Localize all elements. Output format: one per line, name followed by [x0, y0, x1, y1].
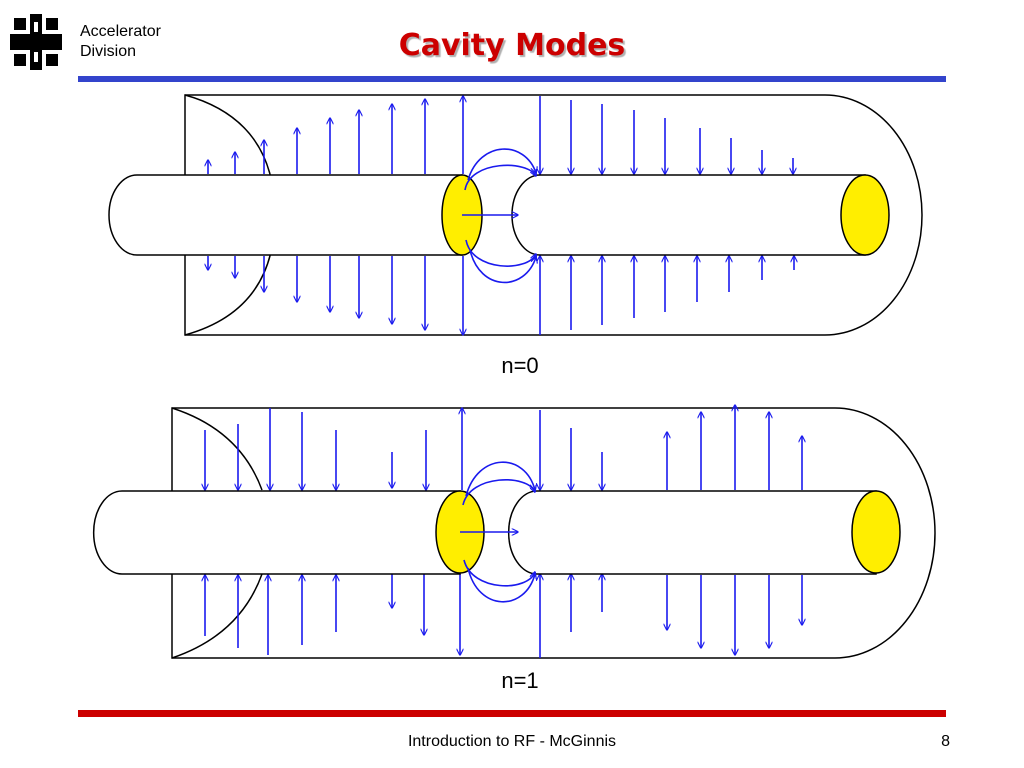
- inner-conductor-left: [92, 490, 461, 575]
- fringe-arc-lower: [469, 249, 536, 284]
- gap-fringe-field-lines: [460, 461, 535, 603]
- cavity-left-shorting-plate: [171, 407, 263, 491]
- footer-text: Introduction to RF - McGinnis: [407, 733, 617, 750]
- cavity-mode-0: [108, 94, 923, 336]
- cavity-mode-1: [92, 405, 936, 659]
- inner-conductor-right: [507, 490, 877, 575]
- fringe-arc-upper: [467, 148, 536, 181]
- fringe-arc-lower-inner: [465, 239, 536, 267]
- inner-conductor-right: [511, 174, 866, 256]
- electric-field-arrows: [208, 96, 794, 335]
- page-number: 8: [941, 733, 950, 750]
- top-divider: [78, 76, 946, 82]
- gap-fringe-field-lines: [462, 148, 536, 284]
- mode-label-n0: n=0: [501, 353, 539, 378]
- fringe-arc-lower: [467, 567, 535, 603]
- slide-title: Cavity Modes: [398, 28, 626, 63]
- inner-conductor-left: [108, 174, 463, 256]
- right-conductor-end-face: [851, 490, 901, 574]
- cavity-left-shorting-plate-lower: [171, 573, 263, 659]
- fringe-arc-upper-inner: [464, 164, 536, 191]
- org-line-1: Accelerator: [80, 23, 161, 40]
- accelerator-division-logo: [10, 14, 62, 70]
- organization-name: Accelerator Division: [80, 22, 161, 62]
- fringe-arc-lower-inner: [463, 559, 535, 587]
- electric-field-arrows: [205, 405, 802, 658]
- right-conductor-end-face: [840, 174, 890, 256]
- bottom-divider: [78, 710, 946, 717]
- mode-label-n1: n=1: [501, 668, 539, 693]
- org-line-2: Division: [80, 43, 137, 60]
- fringe-arc-upper-inner: [462, 479, 535, 506]
- fringe-arc-upper: [465, 461, 535, 497]
